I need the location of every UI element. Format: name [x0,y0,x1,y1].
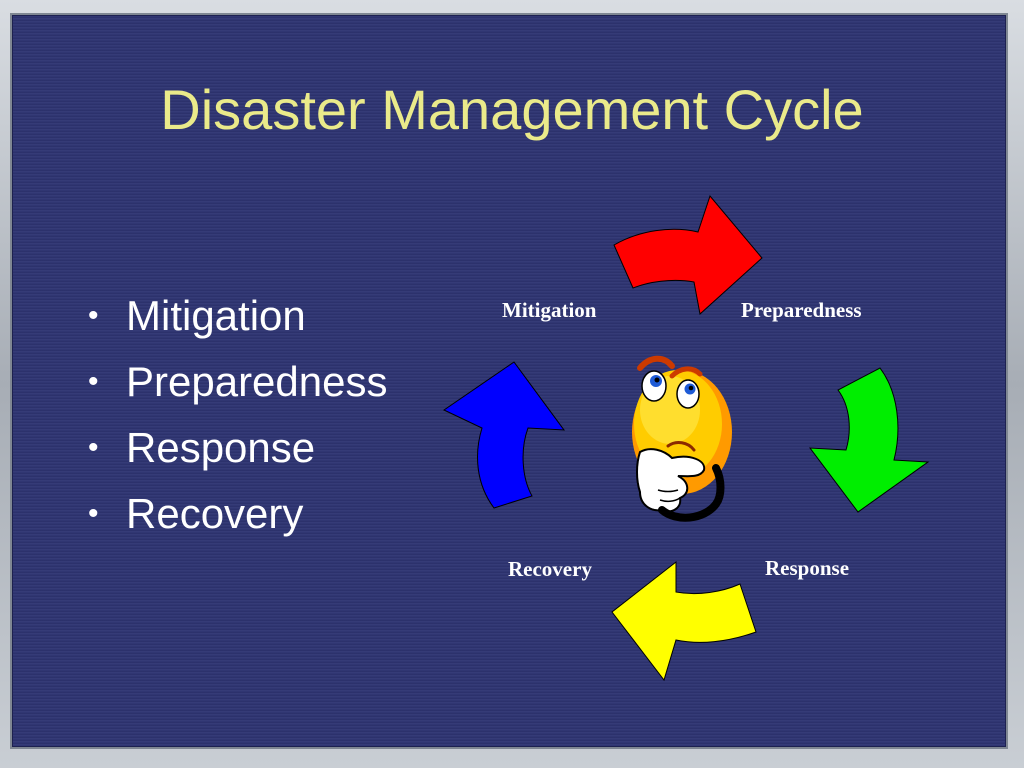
label-preparedness: Preparedness [741,298,862,322]
bullet-dot-icon: • [88,299,99,332]
bullet-dot-icon: • [88,365,99,398]
bullet-item: • Mitigation [88,290,388,356]
label-mitigation: Mitigation [502,298,597,322]
bullet-text: Preparedness [126,358,388,405]
bullet-item: • Recovery [88,488,388,554]
bullet-text: Mitigation [126,292,306,339]
bullet-text: Response [126,424,316,471]
bullet-text: Recovery [126,490,304,537]
bullet-dot-icon: • [88,497,99,530]
bullet-dot-icon: • [88,431,99,464]
label-recovery: Recovery [508,557,592,581]
slide-title: Disaster Management Cycle [160,78,864,141]
bullet-item: • Preparedness [88,356,388,422]
bullet-item: • Response [88,422,388,488]
label-response: Response [765,556,850,580]
bullet-list: • Mitigation • Preparedness • Response • Rec… [88,290,388,554]
